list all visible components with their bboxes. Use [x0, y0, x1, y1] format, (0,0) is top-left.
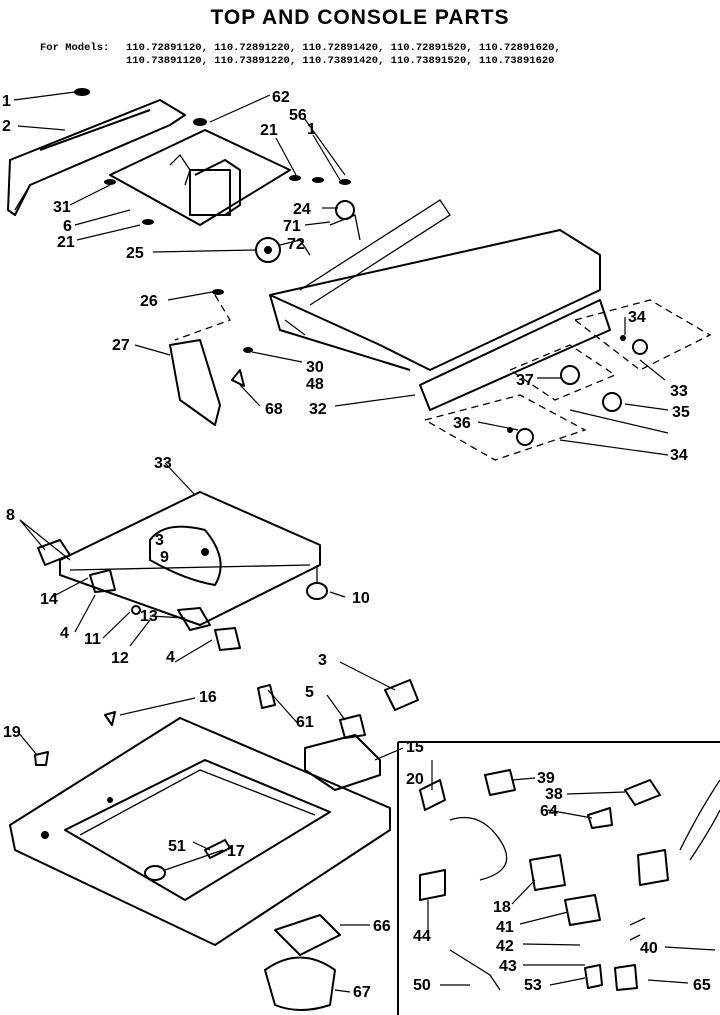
callout-44: 43 [499, 958, 517, 975]
callout-11: 4 [60, 625, 69, 642]
callout-12: 11 [84, 631, 101, 648]
callout-40: 44 [413, 928, 431, 945]
callout-21b: 21 [57, 234, 75, 251]
callout-37: 37 [516, 372, 534, 389]
callout-33b: 34 [670, 447, 688, 464]
models-label: For Models: [40, 42, 109, 54]
leader-lines [13, 91, 716, 993]
callout-43: 42 [496, 938, 514, 955]
callout-56: 56 [289, 107, 307, 124]
callout-8: 33 [154, 455, 172, 472]
callout-35: 35 [672, 404, 690, 421]
console-end-cap [7, 99, 186, 216]
dashed-knob-group [423, 299, 712, 461]
callout-53: 50 [413, 977, 431, 994]
lid-hinges [37, 539, 241, 651]
callout-3b: 4 [166, 649, 175, 666]
callout-14: 10 [352, 590, 370, 607]
callout-16: 3 [318, 652, 327, 669]
callout-50: 40 [640, 940, 658, 957]
callout-9: 3 [155, 532, 164, 549]
callout-25: 25 [126, 245, 144, 262]
washer-top [9, 717, 391, 946]
callout-13: 12 [111, 650, 129, 667]
callout-30: 30 [306, 359, 324, 376]
callout-32: 32 [309, 401, 327, 418]
knobs-33-35-36 [507, 335, 648, 446]
base-cups-67-69 [264, 914, 341, 1011]
switch-parts-24-71 [329, 200, 361, 241]
callout-15: 61 [296, 714, 314, 731]
callout-21: 21 [260, 122, 278, 139]
callout-72: 72 [287, 236, 305, 253]
console-panel [269, 199, 611, 411]
callout-68: 68 [265, 401, 283, 418]
diagram-title: TOP AND CONSOLE PARTS [210, 6, 509, 29]
bracket-26-27 [169, 289, 231, 426]
callout-64: 38 [545, 786, 563, 803]
callout-62: 62 [272, 89, 290, 106]
callout-19: 5 [305, 684, 314, 701]
harness-inset [397, 741, 720, 1015]
callout-numbers: 1 2 62 56 21 1 31 6 21 24 71 25 72 26 27… [2, 89, 711, 1001]
callout-1: 1 [2, 93, 11, 110]
lid-bumper-14 [306, 565, 328, 600]
callout-5: 16 [199, 689, 217, 706]
callout-24: 24 [293, 201, 311, 218]
callout-41: 18 [493, 899, 511, 916]
callout-33: 33 [670, 383, 688, 400]
callout-67: 66 [373, 918, 391, 935]
models-line-1: 110.72891120, 110.72891220, 110.72891420… [126, 42, 561, 54]
callout-3: 8 [6, 507, 15, 524]
callout-18: 17 [227, 843, 245, 860]
screw-part-1 [74, 88, 90, 96]
callout-4b: 13 [140, 608, 158, 625]
callout-17: 51 [168, 838, 186, 855]
callout-20: 15 [406, 739, 424, 756]
callout-39: 20 [406, 771, 424, 788]
callout-48: 48 [306, 376, 324, 393]
screws-48-68 [231, 347, 253, 387]
callout-6: 6 [63, 218, 72, 235]
lid-switch-15-20 [257, 684, 381, 791]
callout-51: 64 [540, 803, 558, 820]
switch-knob-25 [255, 237, 311, 263]
callout-4: 14 [40, 591, 58, 608]
callout-34b: 36 [453, 415, 471, 432]
callout-61: 19 [3, 724, 21, 741]
callout-27: 27 [112, 337, 130, 354]
callout-38: 39 [537, 770, 555, 787]
callout-1b: 1 [307, 121, 316, 138]
callout-42: 41 [496, 919, 514, 936]
top-lid [59, 491, 321, 626]
callout-10: 9 [160, 549, 169, 566]
callout-65: 53 [524, 977, 542, 994]
callout-66: 65 [693, 977, 711, 994]
callout-34: 34 [628, 309, 646, 326]
models-line-2: 110.73891120, 110.73891220, 110.73891420… [126, 55, 554, 67]
switch-16-19 [339, 679, 419, 739]
timer-bracket [109, 129, 291, 226]
callout-71: 71 [283, 218, 301, 235]
callout-69: 67 [353, 984, 371, 1001]
callout-31: 31 [53, 199, 71, 216]
callout-2: 2 [2, 118, 11, 135]
callout-26: 26 [140, 293, 158, 310]
screws-21-56 [104, 118, 351, 225]
